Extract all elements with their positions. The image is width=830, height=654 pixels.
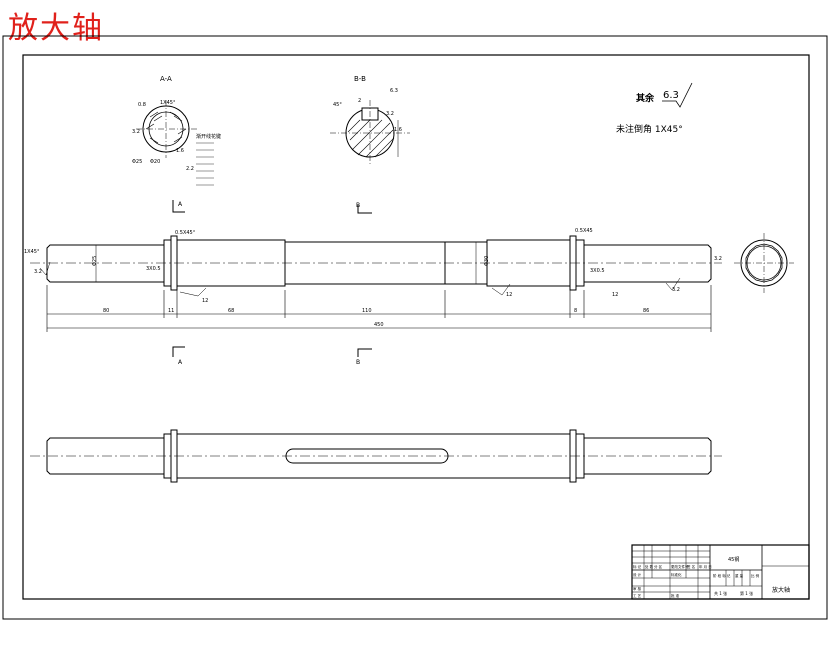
svg-text:第 1 张: 第 1 张 [740,590,753,596]
svg-text:12: 12 [506,292,512,298]
aa-side-note: 渐开线花键 [196,133,221,140]
svg-text:6.3: 6.3 [390,88,398,94]
svg-text:分 区: 分 区 [654,564,663,569]
svg-text:Φ25: Φ25 [132,159,142,165]
svg-text:共 1 张: 共 1 张 [714,590,727,596]
svg-text:11: 11 [168,308,174,314]
svg-text:3.2: 3.2 [132,129,140,135]
svg-text:设 计: 设 计 [633,572,642,577]
svg-text:8: 8 [574,308,577,314]
inner-frame [22,54,810,600]
material-label: 45钢 [728,556,739,563]
svg-text:批 准: 批 准 [671,593,680,598]
svg-text:0.8: 0.8 [138,102,146,108]
svg-text:3X0.5: 3X0.5 [146,266,161,272]
svg-text:处 数: 处 数 [645,564,654,569]
section-bb-label: B-B [354,75,366,83]
svg-text:2.2: 2.2 [186,166,194,172]
svg-text:Φ25: Φ25 [92,256,98,266]
svg-text:Φ30: Φ30 [484,256,490,266]
svg-text:标准化: 标准化 [671,572,682,577]
svg-text:A: A [178,201,183,208]
drawing-name: 放大轴 [772,586,790,594]
drawing-title: 放大轴 [8,11,104,46]
dimension-values: 80 11 68 110 8 86 450 [103,308,649,328]
svg-text:0.5X45°: 0.5X45° [175,230,196,236]
svg-text:未注倒角 1X45°: 未注倒角 1X45° [616,123,683,135]
svg-text:年 月 日: 年 月 日 [699,564,712,569]
title-block [631,544,810,600]
svg-text:1X45°: 1X45° [24,249,40,255]
svg-text:3.2: 3.2 [714,256,722,262]
svg-text:B: B [356,359,360,366]
svg-text:1X45°: 1X45° [160,100,176,106]
cut-marks [172,200,372,357]
svg-text:12: 12 [202,298,208,304]
svg-text:工 艺: 工 艺 [633,593,642,598]
svg-text:12: 12 [612,292,618,298]
svg-text:重 量: 重 量 [735,573,744,578]
svg-text:3.2: 3.2 [34,269,42,275]
svg-text:2: 2 [358,98,361,104]
section-aa-label: A-A [160,75,172,83]
svg-text:3X0.5: 3X0.5 [590,268,605,274]
svg-text:110: 110 [362,308,372,314]
dimension-chain [46,285,712,332]
section-aa: A-A 1X45° 0.8 3.2 1.6 2.2 Φ20 Φ25 渐开线花键 [132,75,221,186]
svg-text:1.6: 1.6 [176,148,184,154]
svg-text:签 名: 签 名 [687,564,695,569]
svg-text:审 核: 审 核 [633,586,642,591]
svg-text:3.2: 3.2 [386,111,394,117]
title-block-text: 45钢 放大轴 阶 段 标 记 重 量 比 例 共 1 张 第 1 张 标 记 … [633,556,790,598]
svg-text:68: 68 [228,308,234,314]
notes: 其余 6.3 未注倒角 1X45° [616,82,693,135]
svg-text:0.5X45: 0.5X45 [575,228,593,234]
section-bb: B-B 6.3 3.2 1.6 45° 2 [330,75,410,165]
svg-text:1.6: 1.6 [394,127,402,133]
svg-text:86: 86 [643,308,649,314]
svg-text:其余: 其余 [636,92,655,104]
svg-text:80: 80 [103,308,109,314]
svg-text:Φ20: Φ20 [150,159,160,165]
total-length: 450 [374,322,384,328]
outer-frame [2,35,828,620]
svg-text:45°: 45° [333,102,342,108]
shaft-annotations: 1X45° 0.5X45° 0.5X45 3X0.5 3X0.5 Φ25 Φ30… [24,228,722,304]
svg-text:阶 段 标 记: 阶 段 标 记 [713,573,731,578]
svg-text:6.3: 6.3 [663,90,679,101]
svg-text:更改文件号: 更改文件号 [671,564,689,569]
svg-text:B: B [356,202,360,209]
spline-end-view [734,233,794,293]
svg-text:3.2: 3.2 [672,287,680,293]
svg-text:标 记: 标 记 [633,564,642,569]
svg-text:比 例: 比 例 [751,573,760,578]
svg-text:A: A [178,359,183,366]
